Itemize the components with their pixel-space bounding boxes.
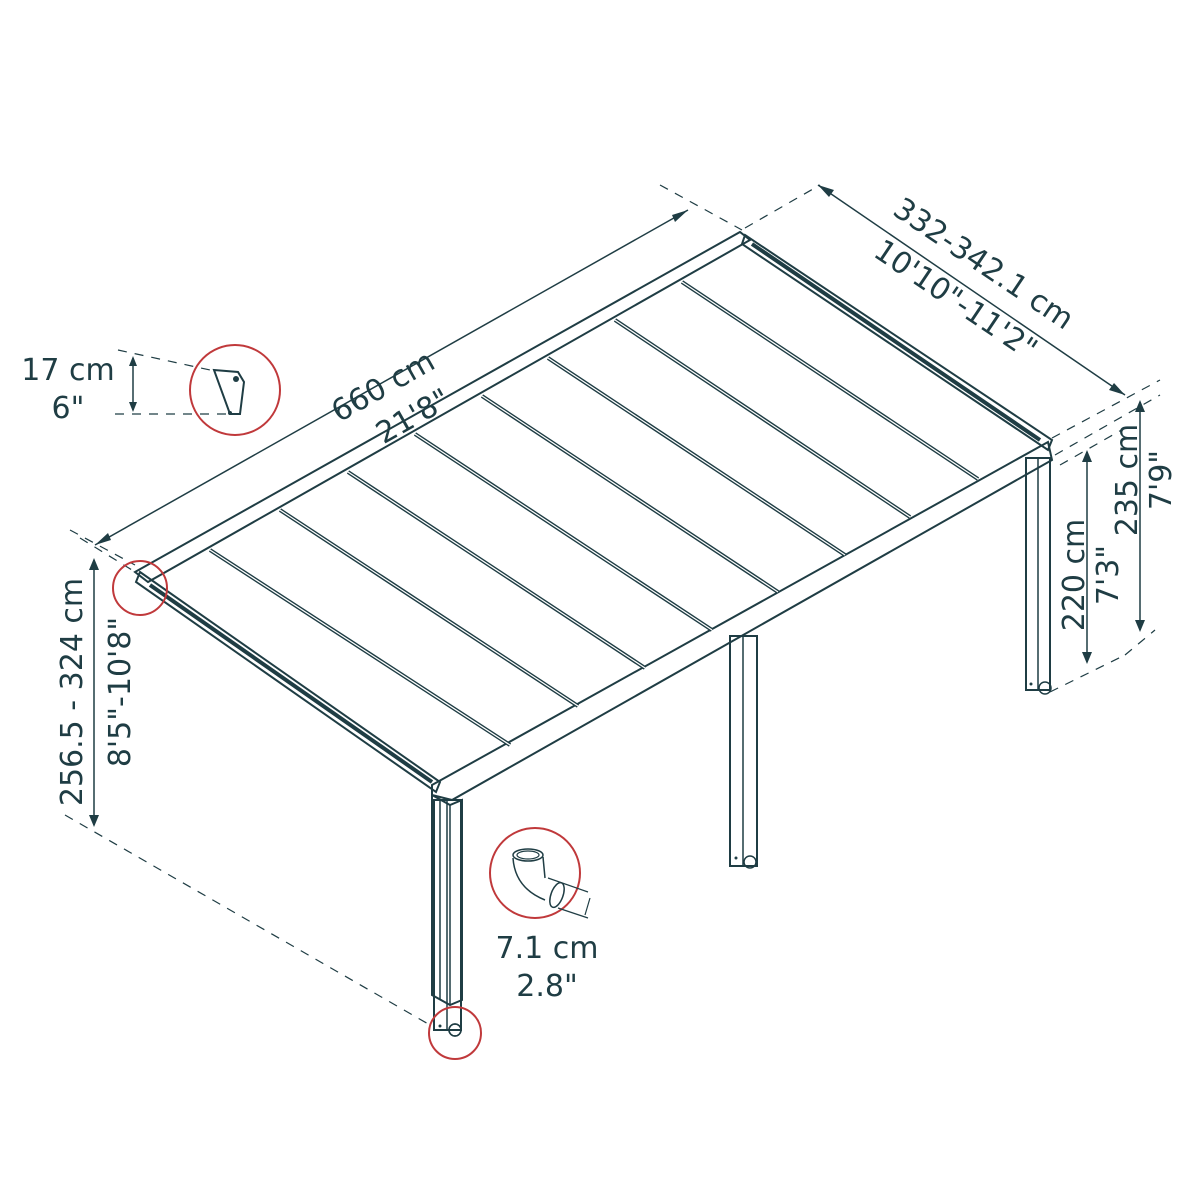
front-height-metric-label: 235 cm <box>1110 424 1145 537</box>
wall-height-metric-label: 256.5 - 324 cm <box>55 578 90 806</box>
corner-callout-circle <box>112 560 168 616</box>
front-height-imperial-label: 7'9" <box>1144 450 1179 510</box>
roof-rails-inner <box>209 281 979 746</box>
foot-callout-circle <box>428 1006 482 1060</box>
length-dimension: 660 cm 21'8" <box>69 184 743 566</box>
bracket-callout-circle <box>189 344 281 436</box>
bracket-metric-label: 17 cm <box>21 353 114 388</box>
clearance-imperial-label: 7'3" <box>1091 545 1126 605</box>
bracket-imperial-label: 6" <box>52 391 85 426</box>
side-beam-right <box>740 233 1054 452</box>
wall-corner-detail <box>112 560 168 616</box>
bracket-icon <box>212 368 246 415</box>
post-middle <box>729 635 758 869</box>
roof-rails <box>208 280 980 747</box>
front-gutter-beam <box>431 440 1054 802</box>
wall-height-dimension: 256.5 - 324 cm 8'5"-10'8" <box>55 537 431 1026</box>
roof <box>133 230 1054 802</box>
clearance-metric-label: 220 cm <box>1057 519 1092 632</box>
downpipe-callout-circle <box>489 827 581 919</box>
downpipe-metric-label: 7.1 cm <box>496 931 599 966</box>
post-front-left <box>431 793 463 1037</box>
posts <box>431 457 1052 1037</box>
wall-bracket-detail: 17 cm 6" <box>21 344 281 436</box>
wall-beam <box>133 230 752 584</box>
wall-height-imperial-label: 8'5"-10'8" <box>103 617 138 767</box>
width-dimension: 332-342.1 cm 10'10"-11'2" <box>744 184 1161 439</box>
post-foot-detail <box>428 1006 482 1060</box>
downpipe-imperial-label: 2.8" <box>516 969 578 1004</box>
front-height-dimensions: 220 cm 7'3" 235 cm 7'9" <box>1049 394 1179 693</box>
side-beam-left <box>134 570 442 794</box>
post-right <box>1025 457 1052 695</box>
downpipe-elbow-detail: 7.1 cm 2.8" <box>489 827 599 1004</box>
elbow-icon <box>512 848 544 862</box>
